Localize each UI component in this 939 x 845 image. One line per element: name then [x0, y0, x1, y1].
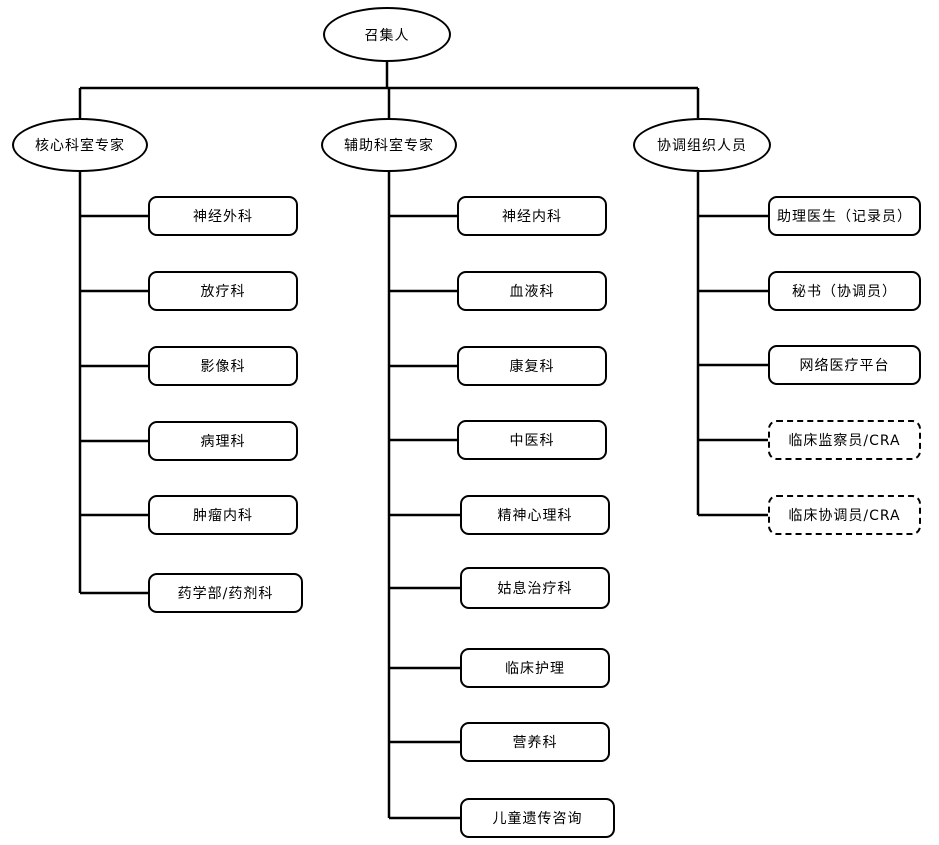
group-coordination-label: 协调组织人员 — [657, 138, 747, 154]
coordination-item-label: 网络医疗平台 — [799, 358, 890, 374]
core-item-label: 影像科 — [200, 359, 246, 375]
auxiliary-item: 精神心理科 — [460, 495, 610, 535]
core-item-label: 药学部/药剂科 — [177, 586, 274, 602]
coordination-item-label: 临床监察员/CRA — [788, 433, 901, 449]
coordination-item-dashed: 临床监察员/CRA — [768, 420, 921, 460]
core-item: 病理科 — [148, 421, 298, 461]
group-auxiliary-header: 辅助科室专家 — [321, 118, 457, 172]
auxiliary-item-label: 营养科 — [512, 735, 558, 751]
coordination-item-label: 助理医生（记录员） — [777, 209, 912, 225]
coordination-item-label: 秘书（协调员） — [792, 284, 897, 300]
core-item-label: 放疗科 — [200, 284, 246, 300]
auxiliary-item: 康复科 — [457, 346, 607, 386]
auxiliary-item: 姑息治疗科 — [460, 567, 610, 609]
core-item: 神经外科 — [148, 196, 298, 236]
core-item: 药学部/药剂科 — [148, 573, 303, 613]
auxiliary-item-label: 精神心理科 — [497, 508, 573, 524]
coordination-item-dashed: 临床协调员/CRA — [768, 495, 921, 535]
coordination-item: 秘书（协调员） — [768, 271, 921, 311]
group-core-header: 核心科室专家 — [12, 118, 148, 172]
auxiliary-item-label: 血液科 — [509, 284, 555, 300]
auxiliary-item: 血液科 — [457, 271, 607, 311]
core-item-label: 病理科 — [200, 434, 246, 450]
root-label: 召集人 — [364, 27, 410, 44]
auxiliary-item-label: 神经内科 — [502, 209, 562, 225]
coordination-item-label: 临床协调员/CRA — [788, 508, 901, 524]
auxiliary-item: 中医科 — [457, 420, 607, 460]
group-auxiliary-label: 辅助科室专家 — [344, 138, 434, 154]
auxiliary-item: 儿童遗传咨询 — [460, 798, 615, 838]
root-node: 召集人 — [323, 7, 451, 62]
auxiliary-item-label: 姑息治疗科 — [497, 581, 573, 597]
auxiliary-item: 营养科 — [460, 722, 610, 762]
core-item-label: 肿瘤内科 — [193, 508, 253, 524]
group-core-label: 核心科室专家 — [35, 138, 125, 154]
group-coordination-header: 协调组织人员 — [633, 118, 771, 172]
auxiliary-item: 临床护理 — [460, 648, 610, 688]
auxiliary-item: 神经内科 — [457, 196, 607, 236]
coordination-item: 网络医疗平台 — [768, 345, 921, 385]
coordination-item: 助理医生（记录员） — [768, 196, 921, 236]
core-item: 肿瘤内科 — [148, 495, 298, 535]
auxiliary-item-label: 康复科 — [509, 359, 555, 375]
core-item-label: 神经外科 — [193, 209, 253, 225]
core-item: 影像科 — [148, 346, 298, 386]
auxiliary-item-label: 临床护理 — [505, 661, 565, 677]
core-item: 放疗科 — [148, 271, 298, 311]
auxiliary-item-label: 儿童遗传咨询 — [492, 811, 583, 827]
auxiliary-item-label: 中医科 — [509, 433, 555, 449]
